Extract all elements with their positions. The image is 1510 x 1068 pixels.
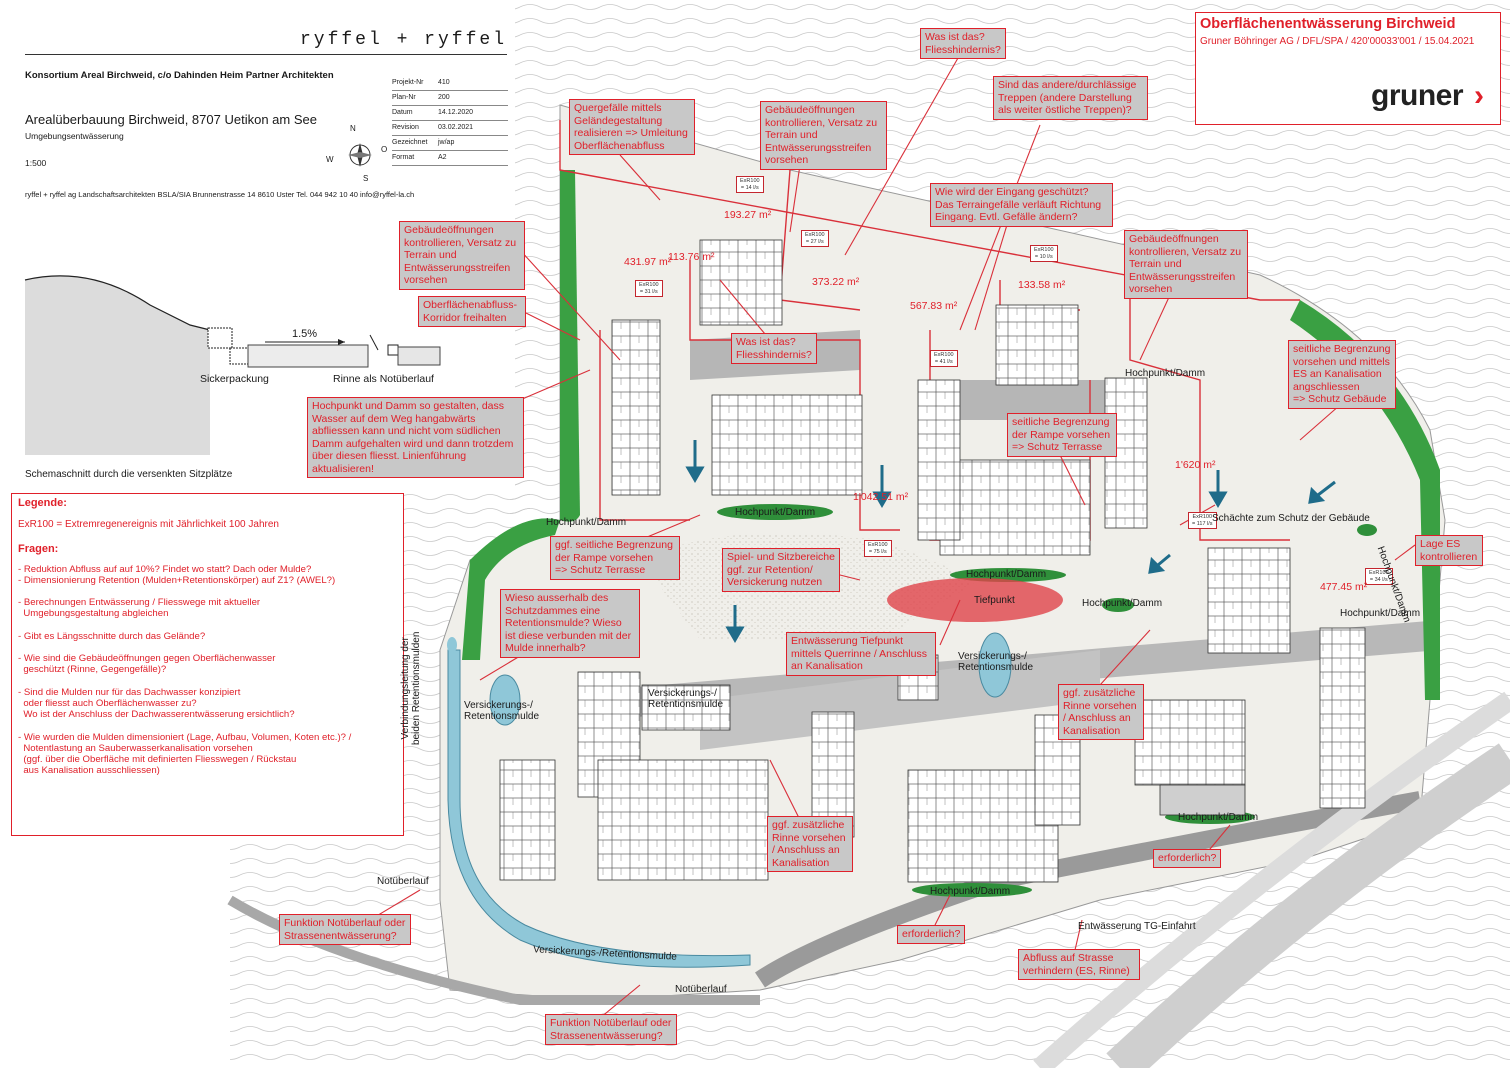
note-hochpunkt-damm: Hochpunkt und Damm so gestalten, dass Wa… <box>307 397 524 478</box>
hochpunkt-label: Hochpunkt/Damm <box>1125 368 1206 379</box>
brand-ryffel: ryffel + ryffel <box>299 30 507 50</box>
note-zusaetzliche-rinne-2: ggf. zusätzliche Rinne vorsehen / Anschl… <box>767 816 853 872</box>
note-rampe-terrasse-1: seitliche Begrenzung der Rampe vorsehen … <box>1007 413 1117 457</box>
title-rule <box>25 54 507 55</box>
note-schutzdamm: Wieso ausserhalb des Schutzdammes eine R… <box>500 589 640 658</box>
exr-badge: ExR100= 31 l/s <box>635 280 663 297</box>
compass-s: S <box>363 174 369 183</box>
note-abfluss-strasse: Abfluss auf Strasse verhindern (ES, Rinn… <box>1018 949 1140 980</box>
section-label-sickerpackung: Sickerpackung <box>200 373 269 385</box>
mulde-label: Versickerungs-/ Retentionsmulde <box>958 651 1034 673</box>
plan-scale: 1:500 <box>25 158 47 168</box>
gruner-box: Oberflächenentwässerung Birchweid Gruner… <box>1195 12 1501 125</box>
title-block: ryffel + ryffel Konsortium Areal Birchwe… <box>0 0 515 205</box>
note-seitliche-begrenzung-es: seitliche Begrenzung vorsehen und mittel… <box>1288 340 1396 409</box>
note-zusaetzliche-rinne-1: ggf. zusätzliche Rinne vorsehen / Anschl… <box>1058 684 1144 740</box>
green-dam-east <box>1290 300 1440 700</box>
green-dam-west <box>560 170 580 522</box>
area-label: 373.22 m² <box>812 276 860 288</box>
note-gebaeudeoeffnungen-3: Gebäudeöffnungen kontrollieren, Versatz … <box>1124 230 1248 299</box>
note-lage-es: Lage ES kontrollieren <box>1415 535 1483 566</box>
gruner-subtitle: Gruner Böhringer AG / DFL/SPA / 420'0003… <box>1200 36 1475 47</box>
retention-swale-long <box>447 649 751 968</box>
hochpunkt-label: Hochpunkt/Damm <box>1340 608 1421 619</box>
exr-badge: ExR100= 10 l/s <box>1030 245 1058 262</box>
notueberlauf-label: Notüberlauf <box>377 876 429 887</box>
exr-badge: ExR100= 34 l/s <box>1365 568 1393 585</box>
area-label: 133.58 m² <box>1018 279 1066 291</box>
questions-title: Fragen: <box>18 543 59 556</box>
note-rampe-terrasse-2: ggf. seitliche Begrenzung der Rampe vors… <box>550 536 680 580</box>
note-tiefpunkt-querrinne: Entwässerung Tiefpunkt mittels Querrinne… <box>786 632 936 676</box>
notueberlauf-label: Notüberlauf <box>675 984 727 995</box>
exr-badge: ExR100= 75 l/s <box>864 540 892 557</box>
note-gebaeudeoeffnungen-2: Gebäudeöffnungen kontrollieren, Versatz … <box>399 221 525 290</box>
area-label: 1'620 m² <box>1175 459 1216 471</box>
gruner-logo-chevron-icon: › <box>1474 79 1484 112</box>
area-label: 567.83 m² <box>910 300 958 312</box>
legend-box: Legende: ExR100 = Extremregenereignis mi… <box>11 493 404 836</box>
area-label: 193.27 m² <box>724 209 772 221</box>
office-address: ryffel + ryffel ag Landschaftsarchitekte… <box>25 190 415 199</box>
hochpunkt-label: Hochpunkt/Damm <box>930 886 1011 897</box>
hochpunkt-label: Hochpunkt/Damm <box>1178 812 1259 823</box>
note-erforderlich-2: erforderlich? <box>897 925 965 944</box>
legend-title: Legende: <box>18 497 67 509</box>
hochpunkt-label: Hochpunkt/Damm <box>735 507 816 518</box>
note-notueberlauf-2: Funktion Notüberlauf oder Strassenentwäs… <box>545 1014 677 1045</box>
note-treppen: Sind das andere/durchlässige Treppen (an… <box>993 76 1148 120</box>
compass-n: N <box>350 124 356 133</box>
hochpunkt-label: Hochpunkt/Damm <box>966 569 1047 580</box>
area-label: 431.97 m² <box>624 256 672 268</box>
note-quergefaelle: Quergefälle mittels Geländegestaltung re… <box>569 99 695 155</box>
section-drawing <box>24 275 441 455</box>
note-eingang: Wie wird der Eingang geschützt? Das Terr… <box>930 183 1113 227</box>
compass-o: O <box>381 145 388 154</box>
section-slope: 1.5% <box>292 328 318 340</box>
plan-subtitle: Umgebungsentwässerung <box>25 131 124 141</box>
hochpunkt-label: Hochpunkt/Damm <box>1082 598 1163 609</box>
note-pointers <box>369 57 1416 1019</box>
area-label: 1'042.51 m² <box>853 491 909 503</box>
note-gebaeudeoeffnungen-1: Gebäudeöffnungen kontrollieren, Versatz … <box>760 101 887 170</box>
compass-w: W <box>326 155 334 164</box>
note-korridor: Oberflächenabfluss- Korridor freihalten <box>418 296 526 327</box>
mulde-label: Versickerungs-/ Retentionsmulde <box>648 688 724 710</box>
tiefpunkt-zone <box>887 578 1063 622</box>
note-erforderlich-1: erforderlich? <box>1153 849 1221 868</box>
note-notueberlauf-1: Funktion Notüberlauf oder Strassenentwäs… <box>279 914 411 945</box>
gruner-logo: gruner <box>1371 79 1464 112</box>
note-spiel-sitzbereiche: Spiel- und Sitzbereiche ggf. zur Retenti… <box>722 548 840 592</box>
area-label: 477.45 m² <box>1320 581 1368 593</box>
compass-icon <box>348 143 372 167</box>
flow-arrows <box>685 440 1336 643</box>
hochpunkt-label: Hochpunkt/Damm <box>546 517 627 528</box>
exr-badge: ExR100= 117 l/s <box>1188 512 1217 529</box>
tg-label: Entwässerung TG-Einfahrt <box>1078 921 1196 932</box>
verbindung-label: Verbindungsleitung der beiden Retentions… <box>400 631 422 745</box>
exr-badge: ExR100= 27 l/s <box>801 230 829 247</box>
section-label-rinne: Rinne als Notüberlauf <box>333 373 434 385</box>
project-title: Arealüberbauung Birchweid, 8707 Uetikon … <box>25 112 317 127</box>
exr-badge: ExR100= 41 l/s <box>930 350 958 367</box>
gruner-title: Oberflächenentwässerung Birchweid <box>1200 16 1456 32</box>
note-fliesshindernis-mid: Was ist das? Fliesshindernis? <box>731 333 817 364</box>
area-label: 113.76 m² <box>668 251 715 263</box>
tiefpunkt-label: Tiefpunkt <box>974 595 1015 606</box>
note-fliesshindernis-top: Was ist das? Fliesshindernis? <box>920 28 1006 59</box>
exr-badge: ExR100= 14 l/s <box>736 176 764 193</box>
section-caption: Schemaschnitt durch die versenkten Sitzp… <box>25 469 233 480</box>
client-name: Konsortium Areal Birchweid, c/o Dahinden… <box>25 70 334 81</box>
questions-list: - Reduktion Abfluss auf auf 10%? Findet … <box>18 563 352 777</box>
mulde-label: Versickerungs-/ Retentionsmulde <box>464 700 540 722</box>
legend-exr: ExR100 = Extremregenereignis mit Jährlic… <box>18 519 279 531</box>
schaechte-label: Schächte zum Schutz der Gebäude <box>1212 513 1370 524</box>
